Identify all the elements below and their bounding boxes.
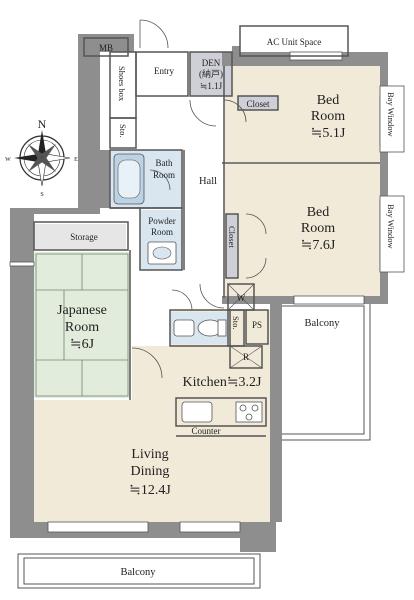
toilet-icon [197,319,227,337]
compass-n-label: N [38,117,47,131]
bed-room-2-label-3: ≒7.6J [301,238,336,253]
closet-bed1-label: Closet [246,99,270,109]
bath-room-label-1: Bath [156,158,173,168]
stove-icon [235,401,263,423]
japanese-room-label-3: ≒6J [70,337,95,352]
ac-unit-label: AC Unit Space [267,37,322,47]
bay-window-1-label: Bay Window [386,92,396,137]
mb-label: MB [99,43,113,53]
bed-room-1-label-3: ≒5.1J [311,126,346,141]
balcony-right-label: Balcony [305,318,341,329]
japanese-room-label-2: Room [65,320,99,335]
sto-entry-label: Sto. [118,124,128,137]
kitchen-sink-icon [181,401,213,423]
powder-room-label-1: Powder [148,216,176,226]
ps-label: PS [252,320,262,330]
compass-s-label: S [40,192,43,198]
bed-room-1-label-1: Bed [317,93,340,108]
bed-room-2-label-1: Bed [307,205,330,220]
bathtub-icon [113,153,145,205]
entry-label: Entry [154,66,174,76]
balcony-bottom-outline [17,553,261,589]
bed-room-2-label-2: Room [301,221,335,236]
counter-label: Counter [192,426,221,436]
washbasin-icon [147,241,177,265]
bay-window-2-label: Bay Window [386,204,396,249]
living-dining-floor [34,310,272,522]
tatami-lines [35,253,129,397]
closet-bed2-label: Closet [227,226,237,248]
compass-e-label: E [74,157,78,163]
closet-bed1-floor [238,96,278,110]
den-label-1: DEN [202,58,221,68]
japanese-room-label-1: Japanese [57,303,107,318]
bath-room-label-2: Room [153,170,175,180]
living-dining-label-3: ≒12.4J [129,483,171,498]
storage-floor [34,224,126,250]
sto-toilet-label: Sto. [231,316,241,329]
living-dining-label-2: Dining [131,464,170,479]
storage-label: Storage [70,232,98,242]
bed-room-2-floor [224,164,380,298]
den-label-3: ≒1.1J [200,81,223,91]
living-dining-label-1: Living [131,447,168,462]
compass-icon [14,130,71,187]
den-label-2: (納戸) [199,68,223,79]
door-swings [131,19,267,379]
bed-room-1-label-2: Room [311,109,345,124]
closet-bed2-floor [226,214,238,278]
shoes-box-label: Shoes box [117,66,127,102]
hall-label: Hall [199,176,217,187]
kitchen-label: Kitchen≒3.2J [183,375,263,390]
powder-room-label-2: Room [151,227,173,237]
balcony-bottom-label: Balcony [121,567,157,578]
interior-walls [33,25,380,437]
compass-w-label: W [5,157,11,163]
bed-room-1-floor [224,66,380,162]
washing-machine-icon [227,283,255,311]
fridge-label: R [243,352,249,362]
fridge-icon [229,345,263,369]
w-closet-label: W [237,293,246,303]
toilet-sink-icon [173,319,195,337]
bay-windows [379,85,405,273]
